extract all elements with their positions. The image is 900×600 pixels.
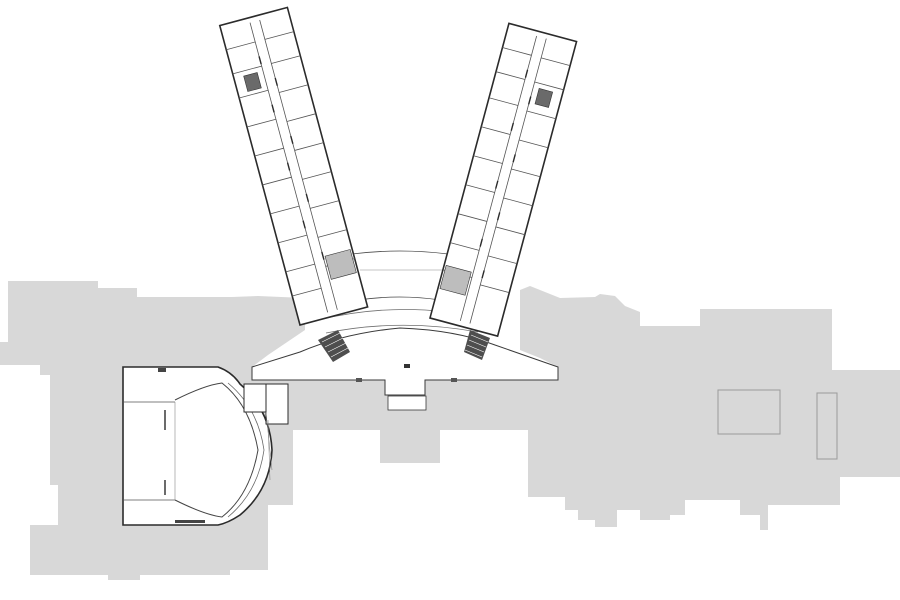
right-wing-stair-north: [534, 88, 554, 108]
right-wing-core: [439, 265, 472, 296]
left-wing-core: [324, 249, 357, 280]
entrance-stairs: [318, 330, 490, 362]
auditorium-side-room: [243, 383, 267, 413]
left-wing-stair-north: [243, 72, 262, 92]
east-grey-area: [293, 286, 900, 530]
connecting-hall: [351, 250, 449, 301]
east-area-outlines: [717, 389, 838, 460]
auditorium-outline: [122, 366, 273, 526]
auditorium-side-room: [265, 383, 289, 425]
left-classroom-wing: [218, 6, 369, 326]
east-rectangle-outline: [717, 389, 781, 435]
auditorium: [122, 366, 289, 526]
left-wing-outline: [218, 6, 369, 326]
right-classroom-wing: [429, 22, 578, 338]
east-narrow-outline: [816, 392, 838, 460]
left-entrance-stair: [318, 330, 350, 362]
